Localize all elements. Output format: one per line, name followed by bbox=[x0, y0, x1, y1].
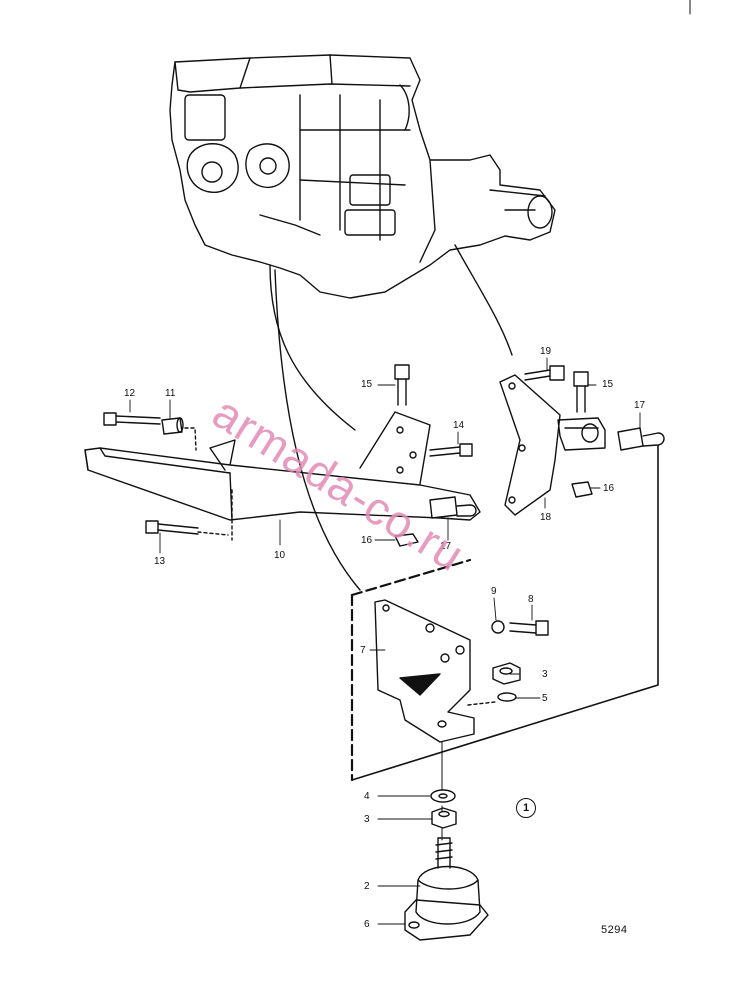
mount-bracket-7 bbox=[374, 599, 475, 743]
drawing-id: 5294 bbox=[601, 924, 628, 936]
mount-base-6 bbox=[404, 899, 489, 941]
engine-block bbox=[169, 54, 556, 299]
callout-3-lower: 3 bbox=[364, 814, 370, 825]
callout-5: 5 bbox=[542, 693, 548, 704]
nut-3-lower bbox=[431, 807, 457, 829]
front-bracket-10 bbox=[84, 411, 481, 521]
callout-17-right: 17 bbox=[634, 400, 646, 411]
nut-16-left bbox=[394, 533, 419, 547]
bushing-17-right bbox=[617, 427, 665, 451]
bushing-11 bbox=[161, 417, 184, 435]
washer-9 bbox=[491, 620, 505, 634]
figure-number-badge: 1 bbox=[516, 798, 536, 818]
callout-13: 13 bbox=[154, 556, 166, 567]
callout-18: 18 bbox=[540, 512, 552, 523]
callout-2: 2 bbox=[364, 881, 370, 892]
bolt-15-left bbox=[394, 364, 410, 406]
callout-12: 12 bbox=[124, 388, 136, 399]
rubber-mount-2 bbox=[415, 837, 481, 925]
callout-7: 7 bbox=[360, 645, 366, 656]
callout-17-left: 17 bbox=[440, 541, 452, 552]
callout-9: 9 bbox=[491, 586, 497, 597]
nut-16-right bbox=[571, 481, 593, 498]
bushing-17-left bbox=[429, 496, 477, 519]
callout-19: 19 bbox=[540, 346, 552, 357]
bolt-13 bbox=[145, 520, 199, 535]
callout-15-right: 15 bbox=[602, 379, 614, 390]
bolt-12 bbox=[103, 412, 161, 426]
callout-6: 6 bbox=[364, 919, 370, 930]
nut-3-upper bbox=[492, 662, 521, 685]
bolt-8 bbox=[509, 620, 549, 636]
bolt-14 bbox=[429, 443, 473, 457]
callout-11: 11 bbox=[165, 388, 176, 399]
callout-16-right: 16 bbox=[603, 483, 615, 494]
callout-14: 14 bbox=[453, 420, 465, 431]
callout-16-left: 16 bbox=[361, 535, 373, 546]
callout-10: 10 bbox=[274, 550, 286, 561]
rear-bracket-18 bbox=[499, 374, 606, 516]
callout-8: 8 bbox=[528, 594, 534, 605]
bolt-15-right bbox=[573, 371, 589, 413]
callout-15-left: 15 bbox=[361, 379, 373, 390]
callout-4: 4 bbox=[364, 791, 370, 802]
callout-3-upper: 3 bbox=[542, 669, 548, 680]
washer-4 bbox=[430, 789, 456, 803]
washer-5 bbox=[497, 692, 517, 702]
bolt-19 bbox=[524, 365, 565, 381]
